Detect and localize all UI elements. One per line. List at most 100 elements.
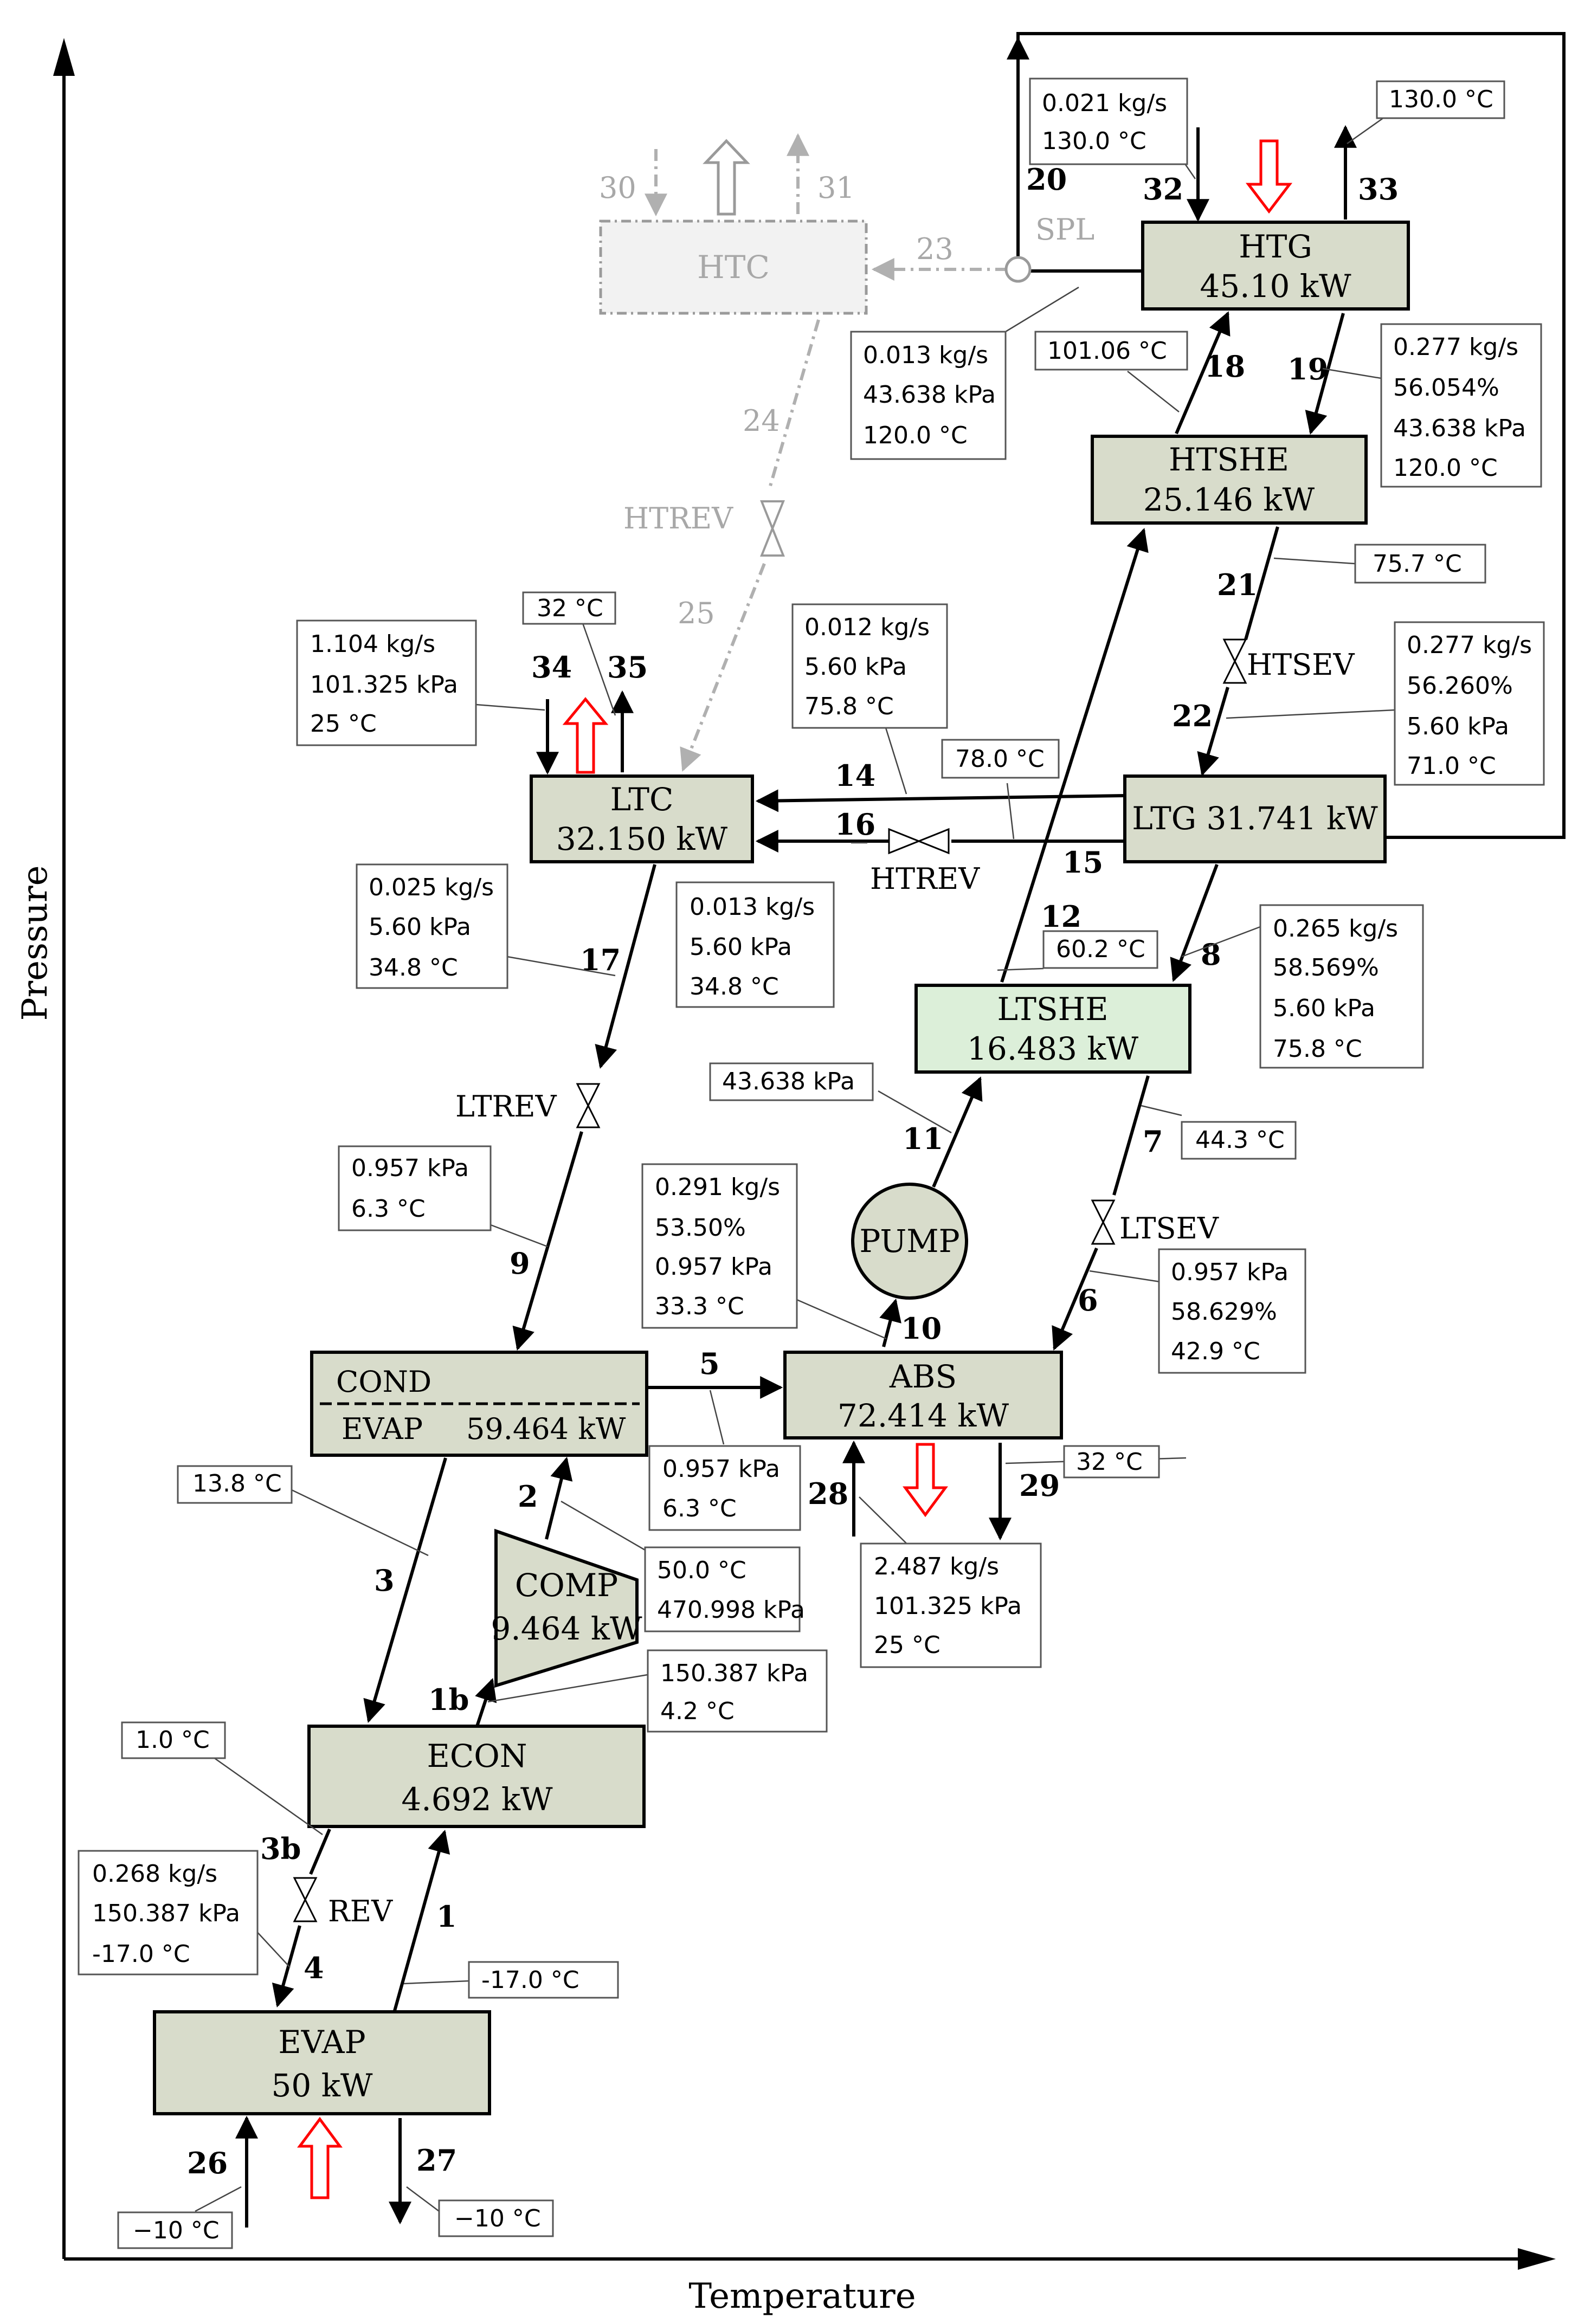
htg-power: 45.10 kW xyxy=(1200,268,1351,305)
svg-text:0.291 kg/s: 0.291 kg/s xyxy=(655,1173,780,1201)
ltg-component xyxy=(1123,774,1387,863)
evap-heat-in-arrow xyxy=(297,2116,343,2199)
svg-text:32 °C: 32 °C xyxy=(1076,1448,1143,1476)
stream-11 xyxy=(932,1076,983,1188)
state-32: 32 xyxy=(1143,172,1183,206)
svg-text:5.60 kPa: 5.60 kPa xyxy=(690,933,792,961)
state-box-8: 0.265 kg/s 58.569% 5.60 kPa 75.8 °C xyxy=(1259,904,1424,1069)
svg-text:-17.0 °C: -17.0 °C xyxy=(481,1966,579,1994)
svg-text:33.3 °C: 33.3 °C xyxy=(655,1293,744,1320)
state-box-17: 0.025 kg/s 5.60 kPa 34.8 °C xyxy=(356,863,508,989)
state-6: 6 xyxy=(1078,1283,1098,1318)
state-20: 20 xyxy=(1026,162,1067,197)
state-12: 12 xyxy=(1041,899,1081,934)
svg-text:43.638 kPa: 43.638 kPa xyxy=(1393,415,1526,442)
svg-text:43.638 kPa: 43.638 kPa xyxy=(722,1068,855,1095)
state-box-2: 50.0 °C 470.998 kPa xyxy=(644,1546,805,1632)
svg-text:25 °C: 25 °C xyxy=(874,1631,941,1659)
state-29: 29 xyxy=(1019,1468,1060,1503)
temperature-axis xyxy=(64,2248,1556,2270)
svg-text:0.268 kg/s: 0.268 kg/s xyxy=(92,1860,217,1888)
state-box-10: 0.291 kg/s 53.50% 0.957 kPa 33.3 °C xyxy=(641,1163,798,1329)
svg-text:0.277 kg/s: 0.277 kg/s xyxy=(1393,333,1518,361)
htshe-component xyxy=(1091,435,1368,525)
comp-power: 9.464 kW xyxy=(491,1610,642,1647)
svg-text:34.8 °C: 34.8 °C xyxy=(690,973,779,1000)
svg-text:43.638 kPa: 43.638 kPa xyxy=(863,381,996,409)
abs-power: 72.414 kW xyxy=(838,1397,1009,1434)
y-axis-label: Pressure xyxy=(15,866,55,1021)
ltrev-valve-icon xyxy=(576,1083,601,1128)
svg-text:6.3 °C: 6.3 °C xyxy=(662,1495,737,1522)
state-17: 17 xyxy=(580,942,621,977)
state-10: 10 xyxy=(901,1311,942,1346)
state-7: 7 xyxy=(1143,1124,1163,1159)
state-21: 21 xyxy=(1217,567,1258,602)
state-23: 23 xyxy=(916,232,954,266)
svg-text:130.0 °C: 130.0 °C xyxy=(1042,127,1146,155)
evap-inner-name: EVAP xyxy=(342,1412,423,1446)
state-22: 22 xyxy=(1172,699,1213,733)
econ-name: ECON xyxy=(427,1738,527,1774)
svg-text:5.60 kPa: 5.60 kPa xyxy=(369,913,471,941)
svg-text:150.387 kPa: 150.387 kPa xyxy=(660,1660,808,1687)
state-box-14: 0.012 kg/s 5.60 kPa 75.8 °C xyxy=(791,603,948,729)
svg-text:32 °C: 32 °C xyxy=(537,595,603,622)
svg-text:130.0 °C: 130.0 °C xyxy=(1389,86,1493,113)
state-box-11: 43.638 kPa xyxy=(709,1062,874,1101)
stream-6 xyxy=(1052,1247,1098,1351)
stream-14 xyxy=(755,789,1125,812)
stream-25 xyxy=(680,563,766,772)
splitter-icon xyxy=(1004,256,1032,283)
state-box-16: 0.013 kg/s 5.60 kPa 34.8 °C xyxy=(675,881,835,1008)
svg-text:0.025 kg/s: 0.025 kg/s xyxy=(369,874,494,901)
svg-text:0.021 kg/s: 0.021 kg/s xyxy=(1042,89,1167,117)
abs-name: ABS xyxy=(889,1358,957,1395)
svg-text:5.60 kPa: 5.60 kPa xyxy=(1273,995,1375,1022)
stream-18 xyxy=(1175,311,1231,435)
stream-12 xyxy=(1000,527,1149,983)
svg-text:50.0 °C: 50.0 °C xyxy=(657,1557,746,1584)
svg-text:470.998 kPa: 470.998 kPa xyxy=(657,1596,805,1624)
evap-power: 50 kW xyxy=(272,2067,373,2104)
stream-3 xyxy=(363,1457,447,1723)
abs-heat-out-arrow xyxy=(903,1443,948,1518)
htsev-valve-icon xyxy=(1222,638,1247,684)
stream-19 xyxy=(1305,313,1345,435)
state-box-26: −10 °C xyxy=(117,2211,233,2249)
state-box-1b: 150.387 kPa 4.2 °C xyxy=(647,1649,828,1733)
state-1: 1 xyxy=(436,1899,457,1934)
comp-component xyxy=(494,1528,639,1688)
ltshe-name: LTSHE xyxy=(997,991,1108,1028)
pressure-axis xyxy=(53,38,75,2259)
state-box-9: 0.957 kPa 6.3 °C xyxy=(338,1145,492,1231)
svg-text:53.50%: 53.50% xyxy=(655,1214,746,1242)
state-28: 28 xyxy=(808,1476,848,1511)
pump-name: PUMP xyxy=(859,1223,959,1260)
svg-text:0.957 kPa: 0.957 kPa xyxy=(1171,1258,1289,1286)
svg-text:75.7 °C: 75.7 °C xyxy=(1373,550,1462,578)
stream-9 xyxy=(512,1131,583,1351)
stream-10 xyxy=(879,1298,901,1347)
svg-text:0.013 kg/s: 0.013 kg/s xyxy=(863,341,988,369)
state-box-22: 0.277 kg/s 56.260% 5.60 kPa 71.0 °C xyxy=(1394,621,1545,786)
htc-heat-out-arrow xyxy=(703,139,750,216)
svg-text:-17.0 °C: -17.0 °C xyxy=(92,1940,190,1968)
state-box-12: 60.2 °C xyxy=(1042,930,1158,969)
svg-text:101.325 kPa: 101.325 kPa xyxy=(874,1592,1022,1620)
svg-text:60.2 °C: 60.2 °C xyxy=(1056,935,1145,963)
state-26: 26 xyxy=(187,2146,228,2180)
state-9: 9 xyxy=(510,1246,530,1281)
stream-3b xyxy=(309,1828,331,1875)
state-box-5: 0.957 kPa 6.3 °C xyxy=(648,1445,801,1531)
svg-text:−10 °C: −10 °C xyxy=(454,2205,541,2232)
svg-text:2.487 kg/s: 2.487 kg/s xyxy=(874,1553,999,1580)
state-5: 5 xyxy=(699,1346,720,1381)
state-box-6: 0.957 kPa 58.629% 42.9 °C xyxy=(1158,1248,1306,1374)
state-3: 3 xyxy=(374,1563,395,1598)
state-2: 2 xyxy=(518,1479,538,1514)
svg-text:58.629%: 58.629% xyxy=(1171,1298,1277,1326)
state-31: 31 xyxy=(817,171,855,205)
state-4: 4 xyxy=(304,1951,324,1985)
